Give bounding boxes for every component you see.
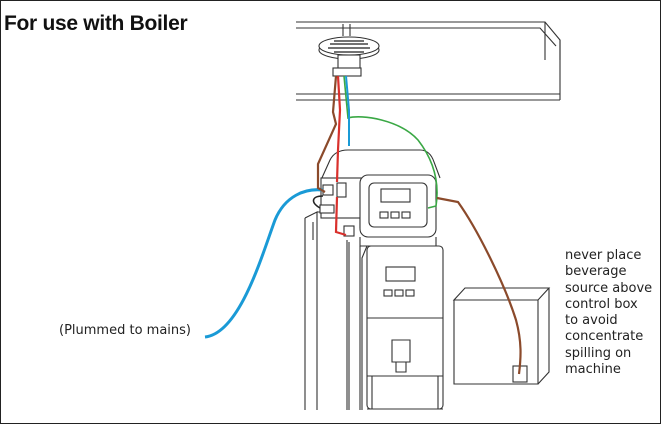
- boiler-unit: [320, 149, 441, 247]
- concentrate-tube-box: [436, 196, 522, 375]
- machine-stand: [304, 211, 361, 410]
- warning-line: control box: [565, 296, 638, 312]
- dispenser-machine: [359, 245, 444, 410]
- warning-line: never place: [565, 248, 642, 263]
- cable: [312, 195, 324, 209]
- water-supply-pipe: [204, 188, 324, 339]
- warning-line: machine: [565, 362, 621, 378]
- water-connector: [319, 182, 355, 237]
- concentrate-box: [452, 287, 551, 385]
- warning-line: beverage: [565, 264, 627, 280]
- plumbed-to-mains-label: (Plummed to mains): [59, 323, 191, 338]
- concentrate-tube: [316, 75, 338, 193]
- warning-note: never place beverage source above contro…: [565, 248, 657, 378]
- diagram-title: For use with Boiler: [4, 12, 188, 35]
- warning-line: concentrate: [565, 329, 644, 345]
- drain-tube: [343, 75, 438, 209]
- hot-water-tube: [334, 75, 347, 237]
- supply-blue-short: [345, 75, 350, 146]
- warning-line: spilling on: [565, 345, 632, 361]
- warning-line: source above: [565, 280, 653, 296]
- warning-line: to avoid: [565, 313, 618, 329]
- waste-outlet: [318, 24, 380, 77]
